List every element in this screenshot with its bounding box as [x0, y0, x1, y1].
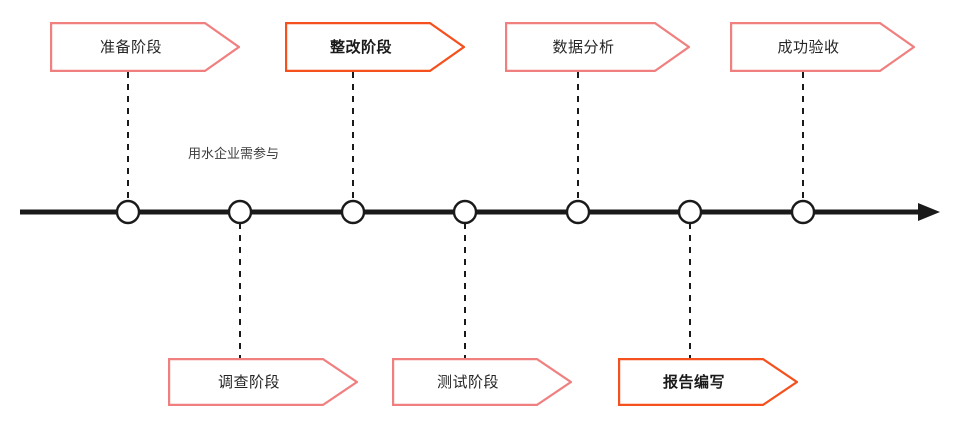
chevron-outline — [286, 23, 464, 71]
milestone-rectification[interactable]: 整改阶段 — [285, 22, 465, 72]
timeline-node-2[interactable] — [227, 199, 253, 225]
chevron-shape — [618, 358, 798, 406]
milestone-label: 调查阶段 — [217, 373, 280, 391]
chevron-outline — [506, 23, 689, 71]
milestone-label: 数据分析 — [552, 38, 615, 56]
chevron-shape — [168, 358, 358, 406]
chevron-outline — [51, 23, 239, 71]
chevron-shape — [50, 22, 240, 72]
milestone-report-writing[interactable]: 报告编写 — [618, 358, 798, 406]
milestone-label: 整改阶段 — [329, 38, 392, 56]
timeline-node-1[interactable] — [115, 199, 141, 225]
timeline-node-4[interactable] — [452, 199, 478, 225]
milestone-testing[interactable]: 测试阶段 — [392, 358, 572, 406]
milestone-label: 准备阶段 — [99, 38, 162, 56]
milestone-acceptance[interactable]: 成功验收 — [730, 22, 915, 72]
timeline-node-7[interactable] — [790, 199, 816, 225]
timeline-node-5[interactable] — [565, 199, 591, 225]
chevron-shape — [285, 22, 465, 72]
timeline-node-3[interactable] — [340, 199, 366, 225]
timeline-node-6[interactable] — [677, 199, 703, 225]
milestone-investigation[interactable]: 调查阶段 — [168, 358, 358, 406]
chevron-outline — [393, 359, 571, 405]
milestone-preparation[interactable]: 准备阶段 — [50, 22, 240, 72]
milestone-label: 测试阶段 — [436, 373, 499, 391]
milestone-label: 成功验收 — [777, 38, 840, 56]
chevron-outline — [619, 359, 797, 405]
chevron-shape — [392, 358, 572, 406]
chevron-shape — [730, 22, 915, 72]
annotation-water-enterprise: 用水企业需参与 — [188, 146, 280, 161]
milestone-data-analysis[interactable]: 数据分析 — [505, 22, 690, 72]
milestone-label: 报告编写 — [662, 373, 725, 391]
chevron-outline — [731, 23, 914, 71]
chevron-outline — [169, 359, 357, 405]
timeline-arrowhead-icon — [918, 203, 940, 221]
chevron-shape — [505, 22, 690, 72]
